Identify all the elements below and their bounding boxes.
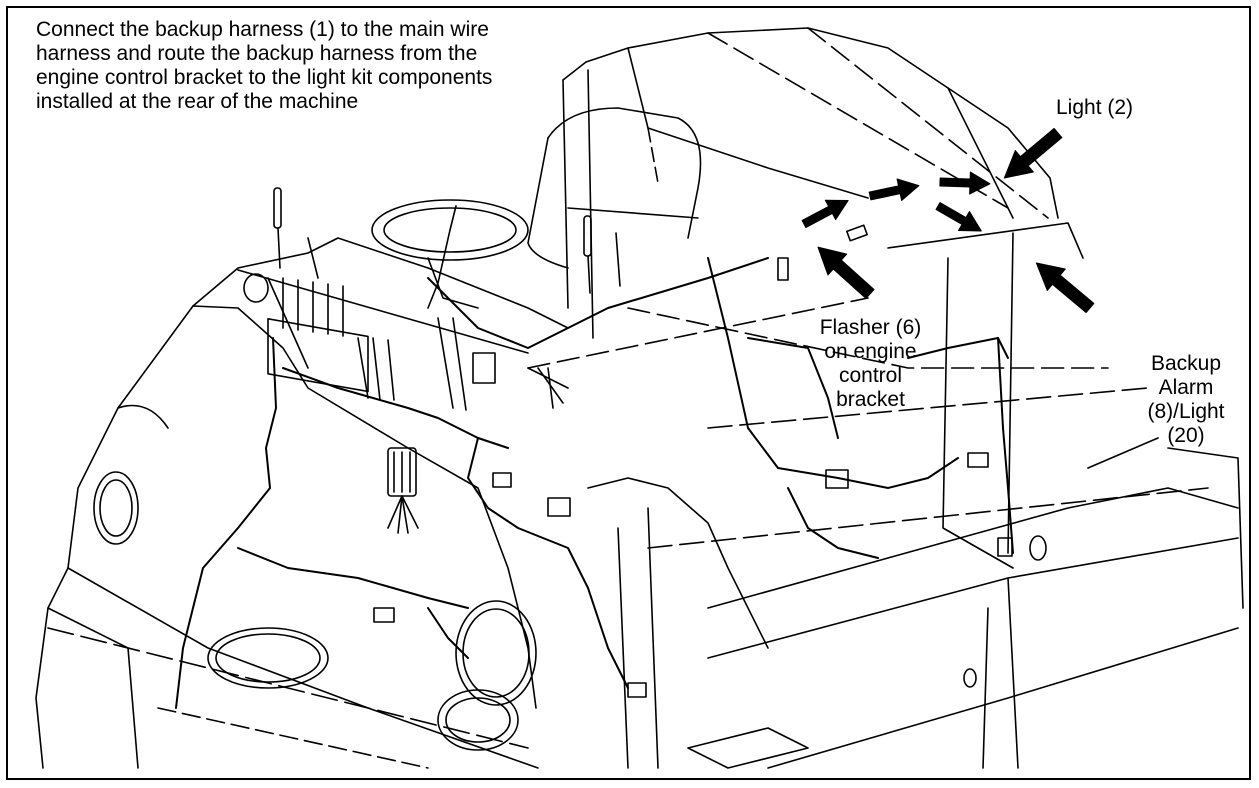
machine-line-drawing [35,27,1244,769]
steering-wheel [371,199,529,309]
diagram-frame: Connect the backup harness (1) to the ma… [6,6,1251,780]
arrow-backup-alarm [1035,262,1095,314]
rear-body [527,297,1244,769]
arrow-route-1 [801,199,849,229]
pointer-arrows [801,127,1095,314]
headlight-openings [93,273,537,751]
arrow-flasher [817,246,875,299]
callout-flasher: Flasher (6) on engine control bracket [819,316,922,411]
dashboard [192,237,569,369]
arrow-light [1003,127,1063,179]
wire-harness [175,257,1014,709]
arrow-route-4 [935,202,982,232]
callout-light: Light (2) [1056,96,1134,119]
instruction-text: Connect the backup harness (1) to the ma… [36,18,493,113]
seat-outline [527,107,702,269]
harness-connectors [267,224,1013,698]
arrow-route-2 [868,178,920,202]
front-shroud [35,305,539,769]
callout-backup-alarm: Backup Alarm (8)/Light (20) [1147,352,1225,447]
arrow-route-3 [939,171,991,195]
control-levers [273,187,621,294]
